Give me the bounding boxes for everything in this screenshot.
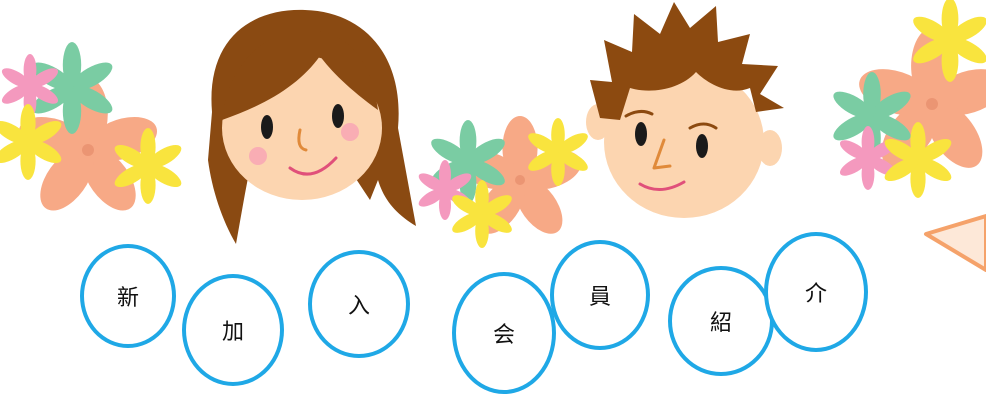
flower-cluster-icon [829,0,986,198]
char-text: 新 [116,286,139,311]
char-bubble-4: 会 [452,272,556,394]
char-bubble-7: 介 [764,232,868,352]
flower-cluster-icon [0,42,185,220]
char-text: 入 [347,294,370,319]
char-text: 会 [492,323,515,348]
char-bubble-1: 新 [80,244,176,348]
char-text: 紹 [709,311,732,336]
char-text: 加 [221,320,244,345]
char-bubble-3: 入 [308,250,410,358]
boy-face-illustration [586,2,784,218]
char-bubble-5: 員 [550,240,650,350]
char-bubble-2: 加 [182,274,284,386]
char-text: 員 [588,285,611,310]
char-text: 介 [804,282,827,307]
flower-cluster-icon [416,116,591,248]
char-bubble-6: 紹 [668,266,774,376]
girl-face-illustration [208,9,416,244]
card-corner-icon [924,214,986,272]
